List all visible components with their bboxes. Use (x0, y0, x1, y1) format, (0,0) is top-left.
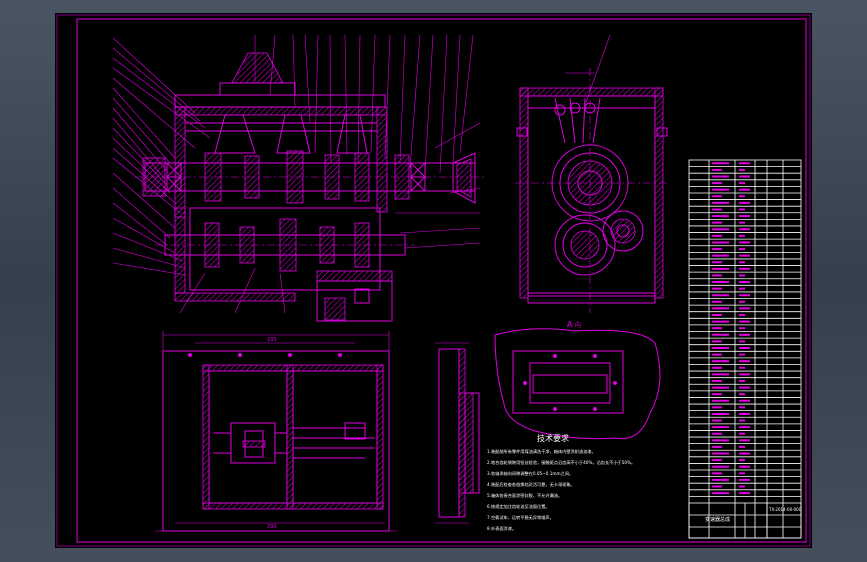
side-profile-view (435, 342, 480, 524)
main-section-view (112, 34, 485, 322)
tech-req-line-4: 4.装配后检查各档换档灵活可靠，无卡滞现象。 (487, 481, 575, 488)
title-block-name: 变速器总成 (705, 516, 730, 523)
tech-req-line-6: 6.按规定加注齿轮油至油面位置。 (487, 503, 550, 510)
tech-req-line-5: 5.箱体各接合面涂密封胶，不允许漏油。 (487, 492, 562, 499)
dim-main-width: 290 (267, 524, 277, 530)
cad-drawing-canvas: A 向 (55, 13, 812, 548)
tech-req-line-1: 1.装配前所有零件用煤油清洗干净，箱体内壁涂耐油油漆。 (487, 448, 596, 455)
inner-frame (76, 18, 807, 543)
outer-frame (56, 14, 811, 547)
view-a-flange: A 向 (494, 320, 661, 440)
tech-req-line-2: 2.啮合齿轮侧隙用铅丝检验，接触斑点沿齿高不小于40%，沿齿长不小于50%。 (487, 459, 635, 466)
parts-list-table (688, 159, 802, 539)
cad-drawing: A 向 (56, 14, 811, 547)
plan-view: 290 235 (155, 331, 397, 532)
tech-req-line-8: 8.外表面涂漆。 (487, 525, 516, 532)
tech-req-title: 技术要求 (537, 433, 569, 443)
side-section-view (515, 34, 668, 313)
title-block-code: TX-2014-00-000 (768, 507, 802, 512)
view-a-label: A (567, 320, 573, 329)
tech-req-line-3: 3.各轴承轴向间隙调整在0.05~0.1mm之间。 (487, 470, 573, 477)
technical-requirements: 技术要求 1.装配前所有零件用煤油清洗干净，箱体内壁涂耐油油漆。 2.啮合齿轮侧… (487, 433, 635, 532)
title-block: 变速器总成 TX-2014-00-000 (688, 502, 802, 539)
dim-plan-width: 235 (267, 337, 277, 343)
tech-req-line-7: 7.空载试车，运转平稳无异常噪声。 (487, 514, 554, 521)
view-a-sub: 向 (575, 321, 581, 329)
